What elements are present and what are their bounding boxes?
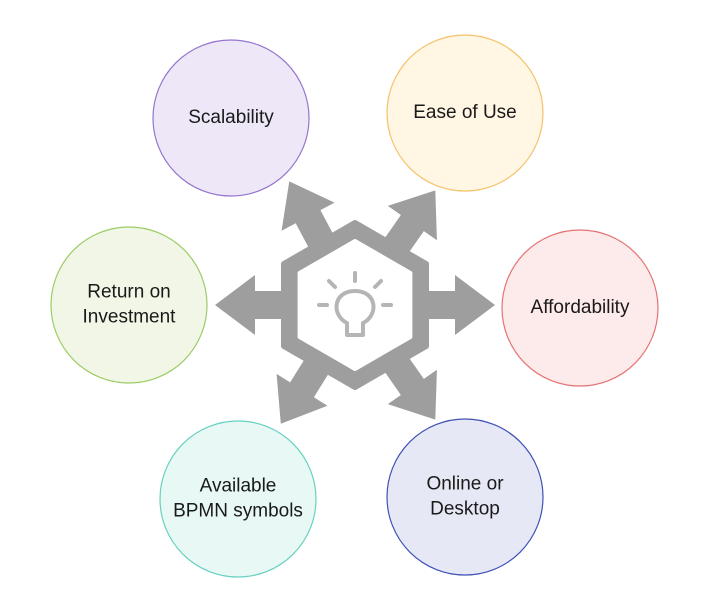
node-label-online-or-desktop: Desktop (430, 499, 500, 520)
node-circle-affordability (501, 229, 659, 387)
node-online-or-desktop: Online or Desktop (386, 418, 544, 576)
hub-hexagon (281, 220, 429, 390)
node-ease-of-use: Ease of Use (386, 34, 544, 192)
node-circle-online-or-desktop (386, 418, 544, 576)
node-label-affordability: Affordability (531, 297, 630, 318)
node-label-return-on-investment: Return on (87, 282, 170, 303)
node-label-available-bpmn-symbols: BPMN symbols (173, 501, 303, 522)
hub-inner-hexagon (297, 239, 413, 371)
node-group: Scalability Ease of UseAffordabilityOnlin… (50, 34, 659, 578)
lightbulb-icon (317, 271, 393, 337)
node-circle-ease-of-use (386, 34, 544, 192)
node-label-scalability: Scalability (188, 107, 274, 128)
node-label-return-on-investment: Investment (83, 307, 177, 328)
node-label-available-bpmn-symbols: Available (200, 476, 277, 497)
node-affordability: Affordability (501, 229, 659, 387)
node-label-online-or-desktop: Online or (426, 474, 504, 495)
node-label-ease-of-use: Ease of Use (413, 102, 517, 123)
node-circle-available-bpmn-symbols (159, 420, 317, 578)
node-circle-return-on-investment (50, 226, 208, 384)
node-return-on-investment: Return on Investment (50, 226, 208, 384)
node-circle-scalability (152, 39, 310, 197)
node-scalability: Scalability (152, 39, 310, 197)
